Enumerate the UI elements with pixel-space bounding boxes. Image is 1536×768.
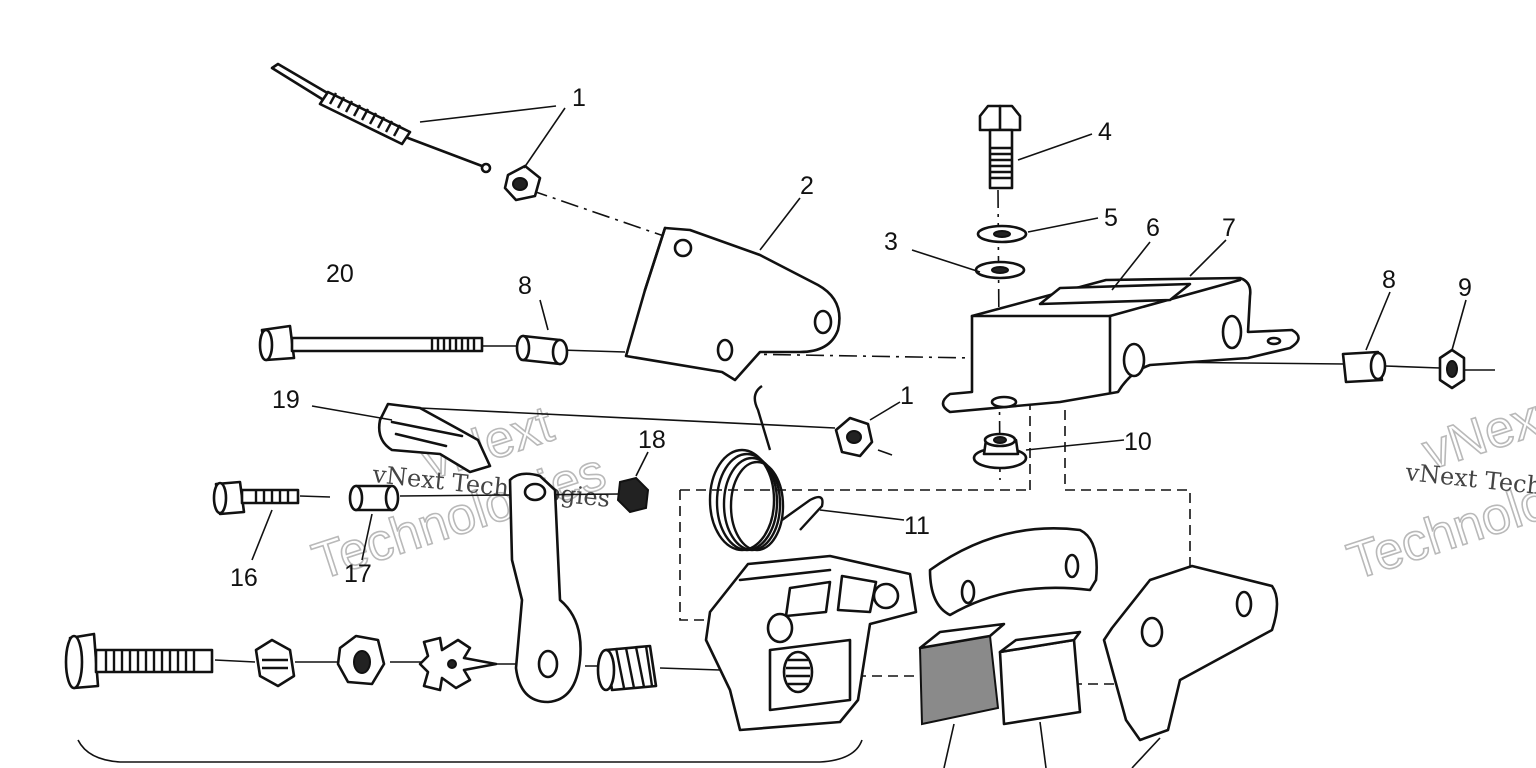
callout-16: 16 xyxy=(230,564,258,592)
hex-bolt xyxy=(978,104,1022,190)
tab-washer xyxy=(418,636,498,692)
callout-2: 2 xyxy=(800,172,814,200)
callout-5: 5 xyxy=(1104,204,1118,232)
callout-numbers: 1 1 2 3 4 5 6 7 8 8 9 10 11 16 17 18 19 … xyxy=(230,84,1472,592)
spacer-left xyxy=(515,334,569,366)
bottom-bolt xyxy=(64,632,214,690)
nut-part-9 xyxy=(1438,348,1466,390)
callout-7: 7 xyxy=(1222,214,1236,242)
callout-4: 4 xyxy=(1098,118,1112,146)
callout-leaders xyxy=(251,105,1467,768)
bushing-part-10 xyxy=(972,432,1028,470)
brake-pad-left xyxy=(918,622,1006,726)
torsion-spring xyxy=(708,385,824,552)
callout-8-right: 8 xyxy=(1382,266,1396,294)
hex-nut-bottom xyxy=(336,634,386,686)
callout-18: 18 xyxy=(638,426,666,454)
callout-8-left: 8 xyxy=(518,272,532,300)
small-nut-part-18 xyxy=(616,476,650,514)
nut-part-1-middle xyxy=(834,416,874,458)
watermark-right: vNext Technologies vNext Technologies xyxy=(1340,384,1536,592)
pad-backing-plate xyxy=(928,527,1098,617)
caliper-body xyxy=(704,554,918,732)
callout-20: 20 xyxy=(326,260,354,288)
cable-clip xyxy=(377,402,492,474)
lower-lever-arm xyxy=(508,472,582,704)
lever-bracket xyxy=(624,226,841,382)
callout-1-top: 1 xyxy=(572,84,586,112)
callout-9: 9 xyxy=(1458,274,1472,302)
callout-11: 11 xyxy=(904,512,930,540)
washer-part-5 xyxy=(976,224,1028,244)
callout-10: 10 xyxy=(1124,428,1152,456)
brake-pad-right xyxy=(998,630,1082,726)
nut-part-1-top xyxy=(503,164,542,202)
callout-1-middle: 1 xyxy=(900,382,914,410)
callout-17: 17 xyxy=(344,560,372,588)
callout-6: 6 xyxy=(1146,214,1160,242)
assembly-bracket xyxy=(77,739,863,763)
short-bolt-part-16 xyxy=(212,480,300,516)
threaded-bushing xyxy=(596,644,658,692)
slotted-nut xyxy=(254,638,296,688)
mounting-bracket xyxy=(941,276,1300,414)
spacer-part-17 xyxy=(348,484,400,512)
long-bolt xyxy=(258,324,484,362)
callout-19: 19 xyxy=(272,386,300,414)
cable-assembly xyxy=(270,62,492,174)
caliper-outer-half xyxy=(1102,564,1279,742)
washer-part-3 xyxy=(974,260,1026,280)
callout-3: 3 xyxy=(884,228,898,256)
spacer-right xyxy=(1341,350,1387,384)
